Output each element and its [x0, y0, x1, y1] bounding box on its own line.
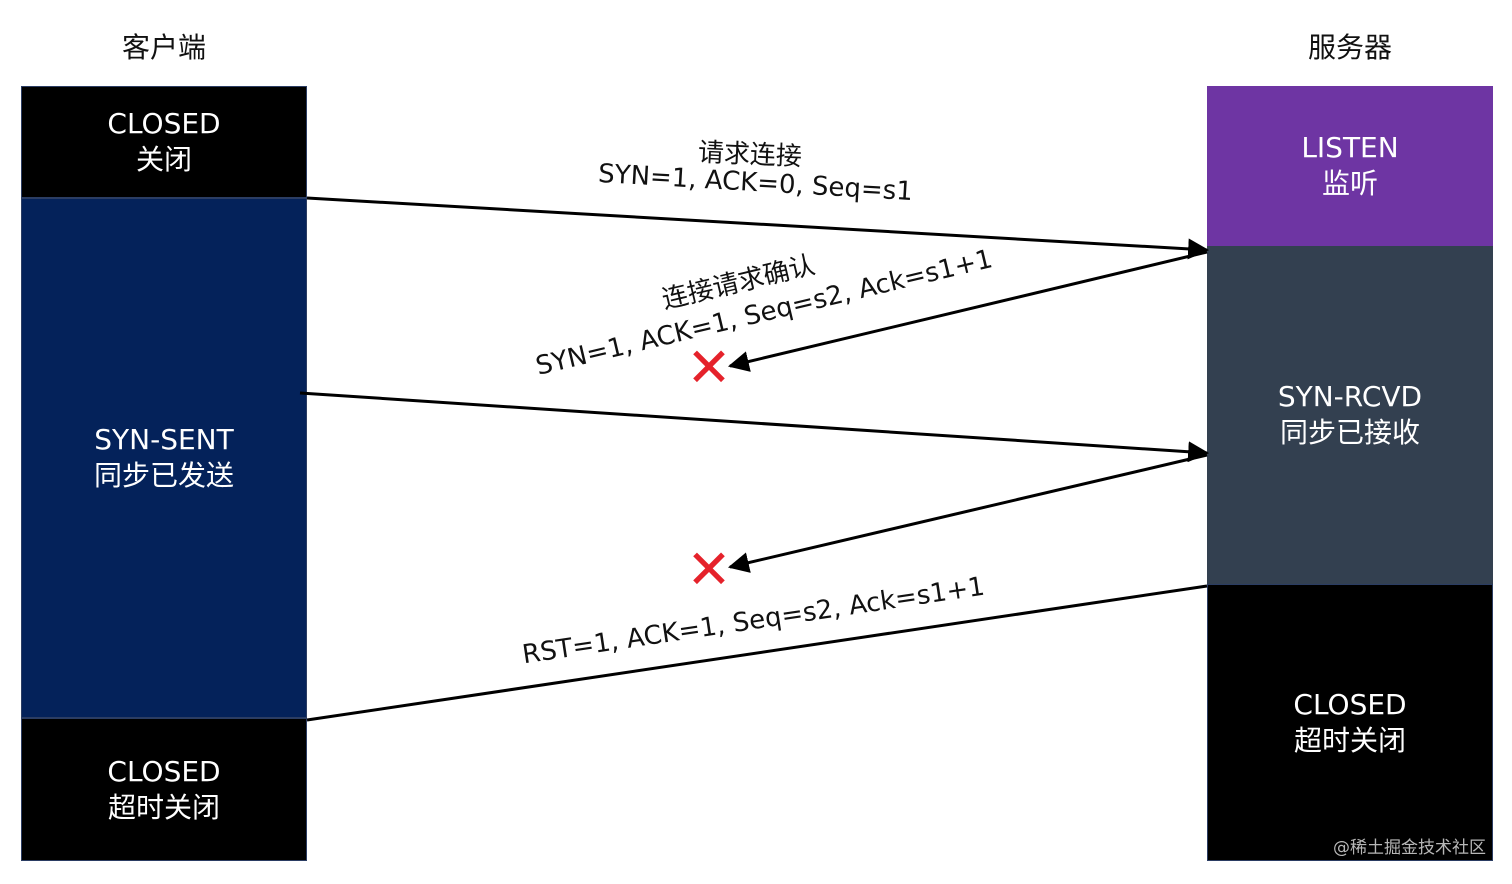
state-name: CLOSED — [107, 107, 221, 140]
client-state-timeout-closed: CLOSED 超时关闭 — [21, 718, 307, 861]
state-desc: 同步已发送 — [93, 459, 234, 492]
state-name: SYN-SENT — [94, 423, 234, 456]
server-state-timeout-closed: CLOSED 超时关闭 — [1207, 584, 1493, 861]
state-name: LISTEN — [1301, 131, 1399, 164]
x-icon: ✕ — [686, 538, 732, 601]
state-desc: 超时关闭 — [107, 790, 220, 824]
server-state-listen: LISTEN 监听 — [1207, 86, 1493, 246]
state-name: SYN-RCVD — [1277, 380, 1423, 413]
client-state-closed: CLOSED 关闭 — [21, 86, 307, 198]
arrow-syn-request — [306, 196, 1210, 260]
line-rst — [306, 584, 1208, 722]
watermark: @稀土掘金技术社区 — [1333, 838, 1486, 858]
state-desc: 监听 — [1321, 167, 1378, 200]
server-header: 服务器 — [1307, 31, 1392, 64]
arrow-syn-ack-retransmit-lost — [727, 453, 1208, 573]
arrow-syn-retransmit — [299, 391, 1210, 463]
client-header: 客户端 — [121, 31, 206, 64]
state-name: CLOSED — [107, 754, 221, 788]
arrow-syn-ack-lost — [727, 250, 1208, 372]
state-desc: 关闭 — [135, 143, 192, 176]
state-name: CLOSED — [1293, 687, 1407, 721]
x-icon: ✕ — [686, 336, 732, 399]
state-desc: 同步已接收 — [1279, 416, 1420, 449]
server-state-syn-rcvd: SYN-RCVD 同步已接收 — [1207, 246, 1493, 584]
state-desc: 超时关闭 — [1293, 723, 1406, 757]
client-state-syn-sent: SYN-SENT 同步已发送 — [21, 198, 307, 718]
